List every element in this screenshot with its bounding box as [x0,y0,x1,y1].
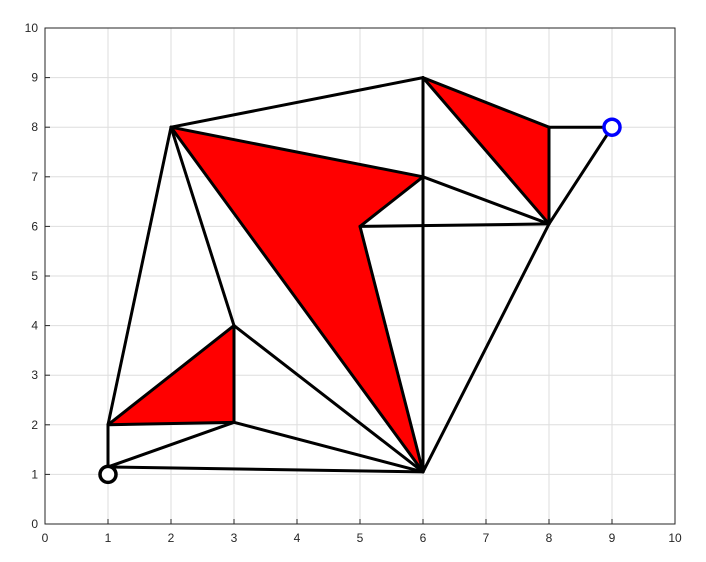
roadmap-edge [547,125,614,226]
y-tick-label: 9 [31,71,38,85]
roadmap-edge [358,175,425,228]
roadmap-edge [106,324,236,427]
roadmap-edge [106,420,236,469]
roadmap-edge [106,465,425,474]
roadmap-edges [106,76,614,474]
roadmap-edge [421,175,551,226]
roadmap-edge [169,125,425,179]
y-tick-label: 3 [31,368,38,382]
roadmap-edge [106,420,236,427]
roadmap-edge [421,76,551,129]
goal-point-marker [602,117,622,137]
y-tick-label: 2 [31,418,38,432]
y-tick-label: 10 [25,21,39,35]
y-tick-label: 1 [31,467,38,481]
roadmap-edge [169,125,236,328]
x-tick-label: 5 [357,531,364,545]
roadmap-edge [232,324,425,474]
x-tick-label: 0 [42,531,49,545]
x-tick-label: 6 [420,531,427,545]
roadmap-edge [358,222,551,228]
x-tick-label: 4 [294,531,301,545]
x-tick-label: 7 [483,531,490,545]
roadmap-edge [232,420,425,474]
y-tick-label: 6 [31,219,38,233]
y-tick-label: 7 [31,170,38,184]
x-tick-label: 8 [546,531,553,545]
x-tick-label: 9 [609,531,616,545]
roadmap-edge [169,76,425,129]
x-axis-ticks: 0 1 2 3 4 5 6 7 8 9 10 [42,519,682,545]
y-tick-label: 0 [31,517,38,531]
x-tick-label: 2 [168,531,175,545]
roadmap-edge [421,222,551,474]
y-tick-label: 8 [31,120,38,134]
y-tick-label: 5 [31,269,38,283]
y-axis-ticks: 0 1 2 3 4 5 6 7 8 9 10 [25,21,50,531]
markers [98,117,622,485]
roadmap-edge [358,224,425,474]
start-point-marker [98,464,118,485]
roadmap-edge [169,125,425,474]
x-tick-label: 1 [105,531,112,545]
x-tick-label: 10 [668,531,682,545]
roadmap-edge [106,125,173,427]
roadmap-edge [421,76,551,226]
x-tick-label: 3 [231,531,238,545]
y-tick-label: 4 [31,319,38,333]
